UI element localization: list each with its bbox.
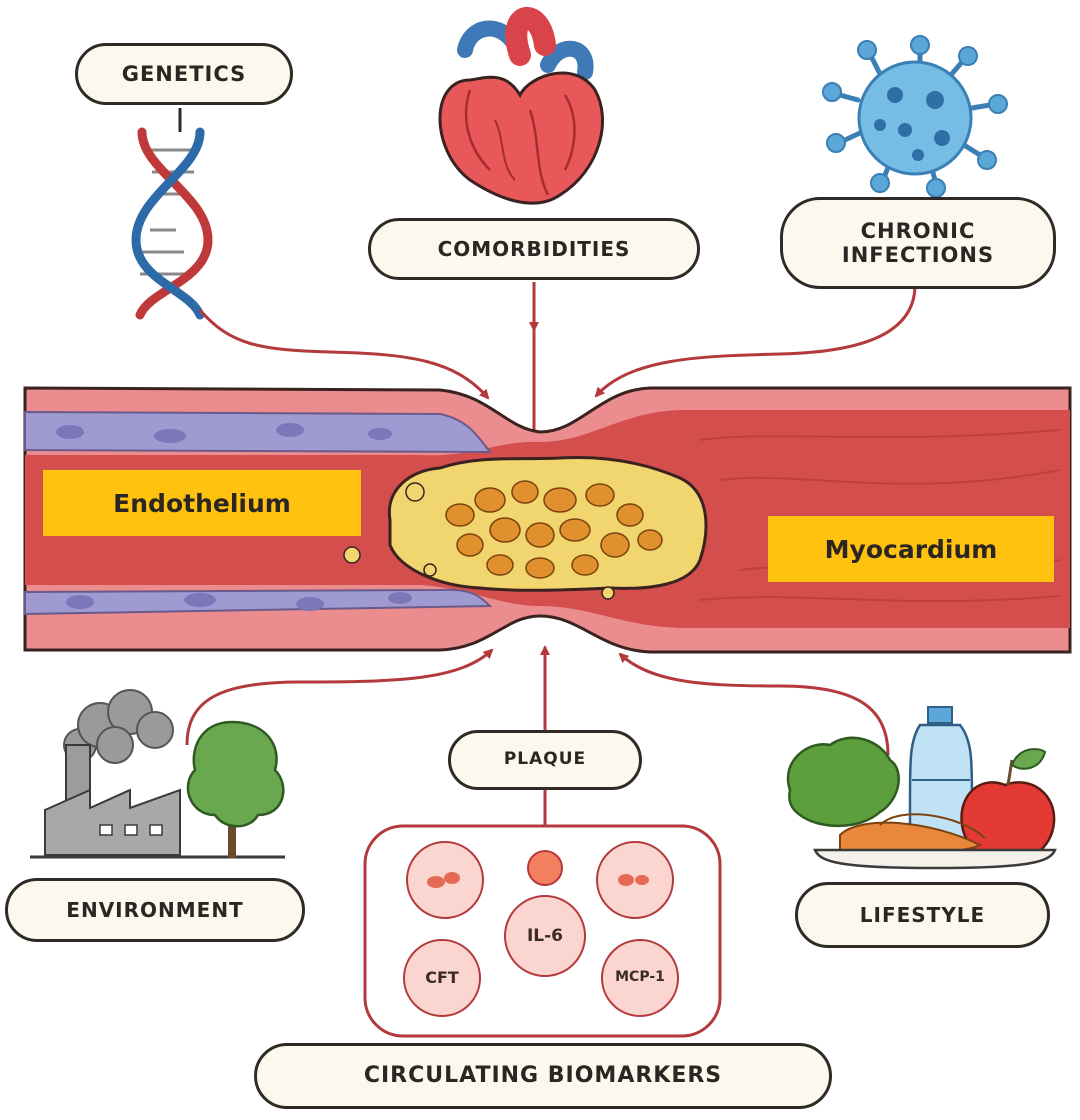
label-chronic-infections: CHRONIC INFECTIONS bbox=[780, 197, 1056, 289]
factory-icon bbox=[30, 689, 285, 859]
dna-helix-icon bbox=[131, 108, 213, 320]
biomarker-circle-top bbox=[527, 850, 563, 886]
label-comorbidities: COMORBIDITIES bbox=[368, 218, 700, 280]
arrows-top bbox=[198, 282, 917, 430]
label-environment: ENVIRONMENT bbox=[5, 878, 305, 942]
biomarkers-panel bbox=[363, 824, 722, 1038]
virus-icon bbox=[822, 35, 1008, 198]
tree-icon bbox=[186, 720, 285, 858]
label-circulating-biomarkers: CIRCULATING BIOMARKERS bbox=[254, 1043, 832, 1109]
arrow-environment bbox=[185, 648, 494, 746]
label-endothelium: Endothelium bbox=[43, 470, 361, 536]
food-plate-icon bbox=[786, 706, 1057, 870]
biomarker-label-mcp1: MCP-1 bbox=[615, 969, 665, 985]
blood-vessel bbox=[23, 386, 1072, 654]
biomarker-circle-il6 bbox=[504, 895, 586, 977]
biomarker-circle-cft bbox=[403, 939, 481, 1017]
label-chronic-infections-line2: INFECTIONS bbox=[841, 243, 995, 267]
arrow-lifestyle bbox=[618, 652, 890, 756]
arrow-genetics bbox=[198, 309, 490, 400]
label-genetics: GENETICS bbox=[75, 43, 293, 105]
biomarker-label-il6: IL-6 bbox=[526, 926, 564, 946]
heart-icon bbox=[438, 7, 604, 205]
label-chronic-infections-line1: CHRONIC bbox=[860, 218, 976, 243]
label-lifestyle: LIFESTYLE bbox=[795, 882, 1050, 948]
biomarker-circle-mcp1 bbox=[601, 939, 679, 1017]
arrow-chronic-infections bbox=[594, 284, 917, 398]
label-myocardium: Myocardium bbox=[768, 516, 1054, 582]
biomarker-label-cft: CFT bbox=[425, 968, 459, 987]
label-plaque: PLAQUE bbox=[448, 730, 642, 790]
